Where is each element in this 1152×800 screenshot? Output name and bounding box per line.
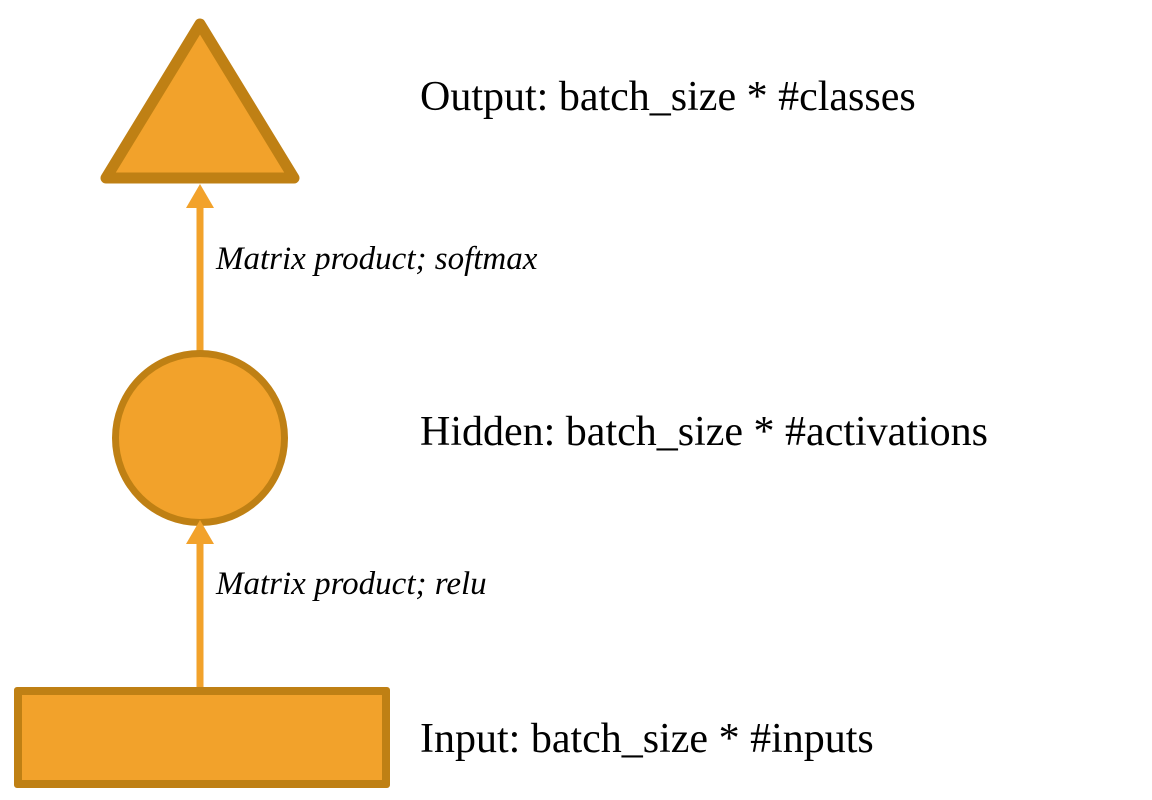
node-output-triangle — [98, 16, 302, 186]
triangle-shape-icon — [100, 18, 300, 184]
node-label-input: Input: batch_size * #inputs — [420, 716, 874, 762]
node-input-rectangle — [14, 687, 390, 788]
up-arrow-icon — [186, 520, 214, 690]
edge-label-hidden-to-output: Matrix product; softmax — [216, 241, 538, 277]
arrow-hidden-to-output — [176, 182, 224, 359]
node-label-output: Output: batch_size * #classes — [420, 74, 916, 120]
up-arrow-icon — [186, 184, 214, 354]
node-hidden-circle — [112, 350, 288, 526]
node-label-hidden: Hidden: batch_size * #activations — [420, 409, 989, 455]
arrow-input-to-hidden — [176, 518, 224, 695]
edge-label-input-to-hidden: Matrix product; relu — [216, 566, 487, 602]
